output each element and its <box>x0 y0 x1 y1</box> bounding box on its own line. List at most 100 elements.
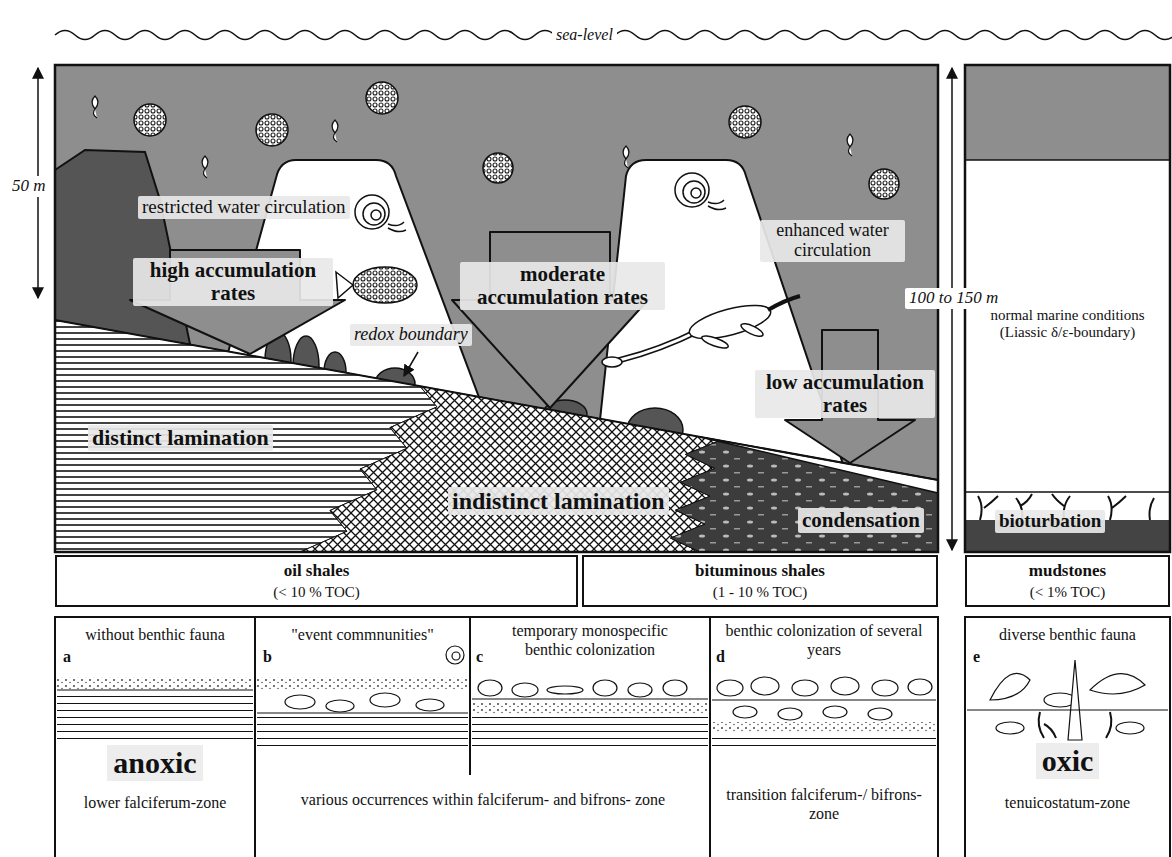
water-column <box>55 65 938 552</box>
plankton <box>92 80 1108 199</box>
facies-sketch <box>446 646 464 664</box>
facies-sketch <box>57 646 1168 748</box>
facies-sketch <box>751 677 779 695</box>
open-marine-panel <box>965 491 1170 493</box>
fish <box>336 272 353 298</box>
panel-frame <box>254 617 256 857</box>
accumulation-arrow <box>452 232 648 408</box>
facies-label: condensation <box>798 508 924 533</box>
facies-sketch <box>57 677 253 689</box>
facies-label: distinct lamination <box>88 425 273 451</box>
zone-label: various occurrences within falciferum- a… <box>283 790 683 810</box>
facies-sketch <box>1116 722 1144 734</box>
node-heading: bituminous shales <box>588 561 932 581</box>
sediment-wedge <box>700 437 938 493</box>
annotation: low accumulation rates <box>755 370 935 418</box>
facies-sketch <box>370 693 400 707</box>
facies-sketch <box>908 679 932 695</box>
lithology-box: bituminous shales(1 - 10 % TOC) <box>582 555 938 607</box>
facies-sketch <box>593 680 617 696</box>
plankton <box>729 106 761 138</box>
node-text: (< 10 % TOC) <box>61 583 572 601</box>
facies-sketch <box>996 722 1024 734</box>
open-marine-panel <box>965 65 1170 552</box>
lithology-box: mudstones(< 1% TOC) <box>965 555 1170 607</box>
node-text: e <box>973 647 980 666</box>
facies-sketch <box>257 716 468 746</box>
facies-label: indistinct lamination <box>448 487 669 515</box>
dimension-label: 50 m <box>8 176 50 197</box>
sediment-wedge <box>300 386 720 552</box>
node-text: anoxic <box>107 745 202 781</box>
node-text: transition falciferum-/ bifrons-zone <box>724 785 924 823</box>
lithology-box: oil shales(< 10 % TOC) <box>55 555 578 607</box>
sediment-wedge <box>55 320 938 552</box>
facies-sketch <box>712 699 936 700</box>
annotation: enhanced water circulation <box>760 220 905 262</box>
facies-sketch <box>868 708 892 720</box>
accumulation-arrow <box>130 250 345 354</box>
ammonite <box>691 188 701 198</box>
facies-sketch <box>452 652 460 660</box>
node-text: b <box>263 647 272 666</box>
plesiosaur <box>620 330 700 360</box>
open-marine-panel <box>965 65 1170 160</box>
leader-line <box>404 352 418 376</box>
callout-label: redox boundary <box>350 324 472 346</box>
facies-sketch <box>472 698 708 699</box>
facies-sketch <box>478 680 687 697</box>
facies-sketch <box>663 680 687 696</box>
node-text: oxic <box>1036 743 1100 779</box>
ammonite <box>388 222 406 232</box>
node-text: d <box>716 647 725 666</box>
facies-sketch <box>1068 660 1082 740</box>
node-text: c <box>476 647 483 666</box>
node-heading: "event commnunities" <box>259 625 466 644</box>
node-heading: diverse benthic fauna <box>969 625 1166 644</box>
ammonite <box>355 195 389 229</box>
plankton <box>134 104 166 136</box>
ammonite <box>683 181 705 203</box>
facies-sketch <box>285 695 315 709</box>
basin-frame <box>55 65 938 552</box>
facies-sketch <box>712 722 936 732</box>
facies-sketch <box>628 683 652 697</box>
ammonite <box>675 173 709 207</box>
facies-sketch <box>472 703 708 715</box>
plankton <box>483 153 513 183</box>
panel-frame <box>965 617 1170 857</box>
annotation: normal marine conditions (Liassic δ/ε-bo… <box>970 306 1165 341</box>
plesiosaur <box>620 330 700 360</box>
plankton <box>134 80 1046 199</box>
plesiosaur <box>768 296 800 310</box>
ammonite <box>371 210 381 220</box>
facies-sketch <box>326 700 354 712</box>
panel-frame <box>469 617 471 775</box>
facies-sketch <box>831 677 859 695</box>
node-text: tenuicostatum-zone <box>969 793 1166 812</box>
facies-sketch <box>717 677 932 720</box>
facies-sketch <box>967 709 1168 710</box>
panel-frame <box>55 617 1170 857</box>
facies-panel: temporary monospecific benthic colonizat… <box>470 617 710 775</box>
plankton <box>92 96 98 118</box>
fish <box>353 267 417 303</box>
facies-sketch <box>285 646 464 712</box>
facies-sketch <box>57 695 253 740</box>
facies-sketch <box>717 680 743 696</box>
node-text: (< 1% TOC) <box>971 583 1164 601</box>
plesiosaur <box>739 321 764 338</box>
open-marine-panel <box>965 65 1170 552</box>
annotation: high accumulation rates <box>133 258 333 306</box>
facies-label: bioturbation <box>995 510 1105 533</box>
facies-panel: diverse benthic fauna e oxic tenuicostatum-… <box>965 617 1170 857</box>
facies-sketch <box>733 706 757 718</box>
node-text: lower falciferum-zone <box>59 793 251 812</box>
ammonite <box>363 203 385 225</box>
facies-sketch <box>257 712 468 713</box>
plankton <box>332 120 338 142</box>
dimension-arrow <box>951 68 953 550</box>
node-heading: without benthic fauna <box>59 625 251 644</box>
dimension-arrow <box>38 68 952 550</box>
